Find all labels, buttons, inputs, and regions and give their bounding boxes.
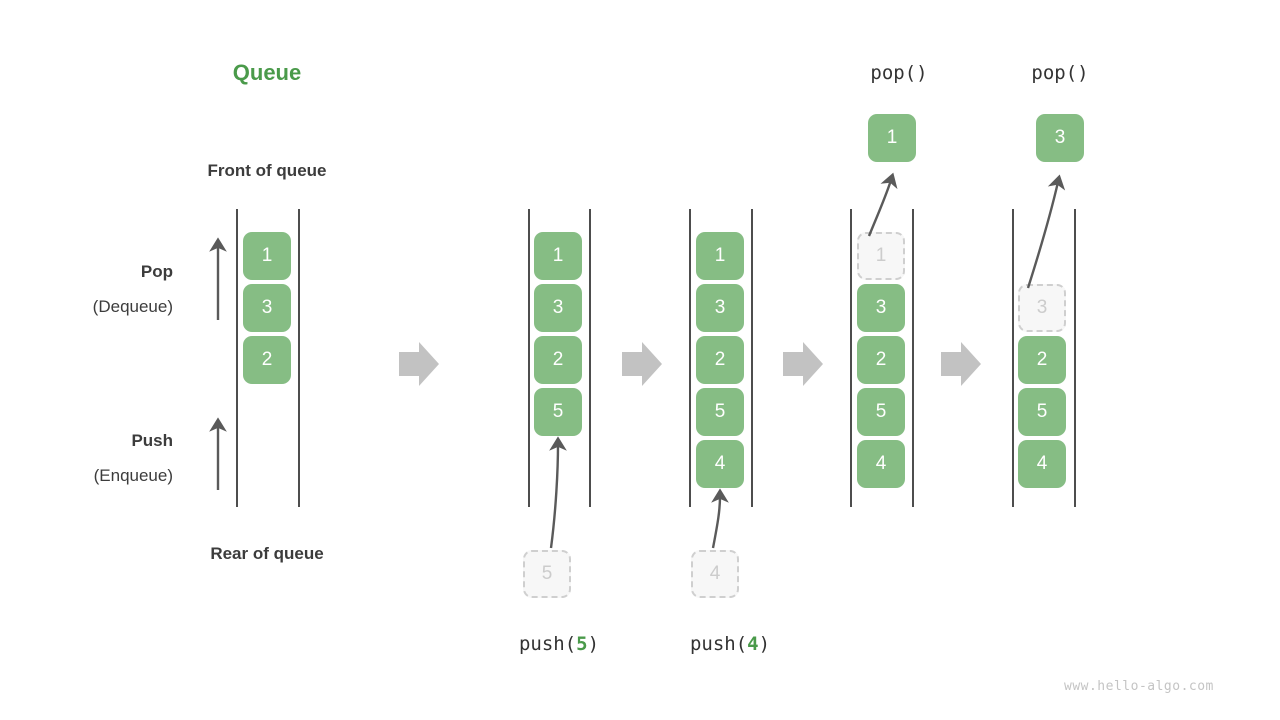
queue-cell: 1 <box>696 232 744 280</box>
step-caption-push-4: push(4) <box>650 633 810 655</box>
outgoing-ghost-cell: 3 <box>1018 284 1066 332</box>
push-4-arrow <box>711 488 729 549</box>
rail-right-col5 <box>1074 209 1076 507</box>
push-5-arrow <box>549 436 567 549</box>
rail-left-col3 <box>689 209 691 507</box>
outgoing-ghost-cell: 1 <box>857 232 905 280</box>
rail-right-col3 <box>751 209 753 507</box>
queue-cell: 3 <box>696 284 744 332</box>
caption-suffix: ) <box>758 633 771 655</box>
rail-right-col4 <box>912 209 914 507</box>
queue-cell: 5 <box>857 388 905 436</box>
popped-cell: 3 <box>1036 114 1084 162</box>
transition-arrow-icon <box>941 342 981 386</box>
transition-arrow-icon <box>783 342 823 386</box>
queue-cell: 1 <box>534 232 582 280</box>
front-of-queue-label: Front of queue <box>207 161 327 180</box>
queue-cell: 2 <box>696 336 744 384</box>
rail-right-col1 <box>298 209 300 507</box>
caption-arg: 4 <box>747 633 759 655</box>
queue-cell: 1 <box>243 232 291 280</box>
caption-suffix: ) <box>587 633 600 655</box>
queue-cell: 2 <box>534 336 582 384</box>
queue-cell: 4 <box>857 440 905 488</box>
incoming-ghost-cell: 5 <box>523 550 571 598</box>
rail-right-col2 <box>589 209 591 507</box>
step-caption-push-5: push(5) <box>479 633 639 655</box>
queue-cell: 3 <box>243 284 291 332</box>
queue-cell: 3 <box>857 284 905 332</box>
dequeue-label: (Dequeue) <box>92 297 173 316</box>
watermark: www.hello-algo.com <box>1064 679 1214 694</box>
step-caption-pop-3: pop() <box>1031 62 1089 84</box>
queue-cell: 5 <box>534 388 582 436</box>
caption-prefix: push( <box>689 633 748 655</box>
rail-left-col2 <box>528 209 530 507</box>
transition-arrow-icon <box>399 342 439 386</box>
rail-left-col5 <box>1012 209 1014 507</box>
queue-cell: 2 <box>1018 336 1066 384</box>
pop-3-arrow <box>1026 174 1066 289</box>
rail-left-col4 <box>850 209 852 507</box>
step-caption-pop-1: pop() <box>870 62 928 84</box>
queue-cell: 5 <box>696 388 744 436</box>
queue-cell: 5 <box>1018 388 1066 436</box>
transition-arrow-icon <box>622 342 662 386</box>
pop-label: Pop <box>140 262 173 281</box>
queue-cell: 2 <box>243 336 291 384</box>
queue-cell: 4 <box>1018 440 1066 488</box>
queue-cell: 4 <box>696 440 744 488</box>
pop-1-arrow <box>867 172 898 237</box>
caption-arg: 5 <box>576 633 588 655</box>
rear-of-queue-label: Rear of queue <box>210 544 324 563</box>
enqueue-label: (Enqueue) <box>93 466 173 485</box>
page-title: Queue <box>232 60 302 85</box>
queue-cell: 2 <box>857 336 905 384</box>
incoming-ghost-cell: 4 <box>691 550 739 598</box>
rail-left-col1 <box>236 209 238 507</box>
popped-cell: 1 <box>868 114 916 162</box>
caption-prefix: push( <box>518 633 577 655</box>
push-label: Push <box>131 431 173 450</box>
queue-cell: 3 <box>534 284 582 332</box>
